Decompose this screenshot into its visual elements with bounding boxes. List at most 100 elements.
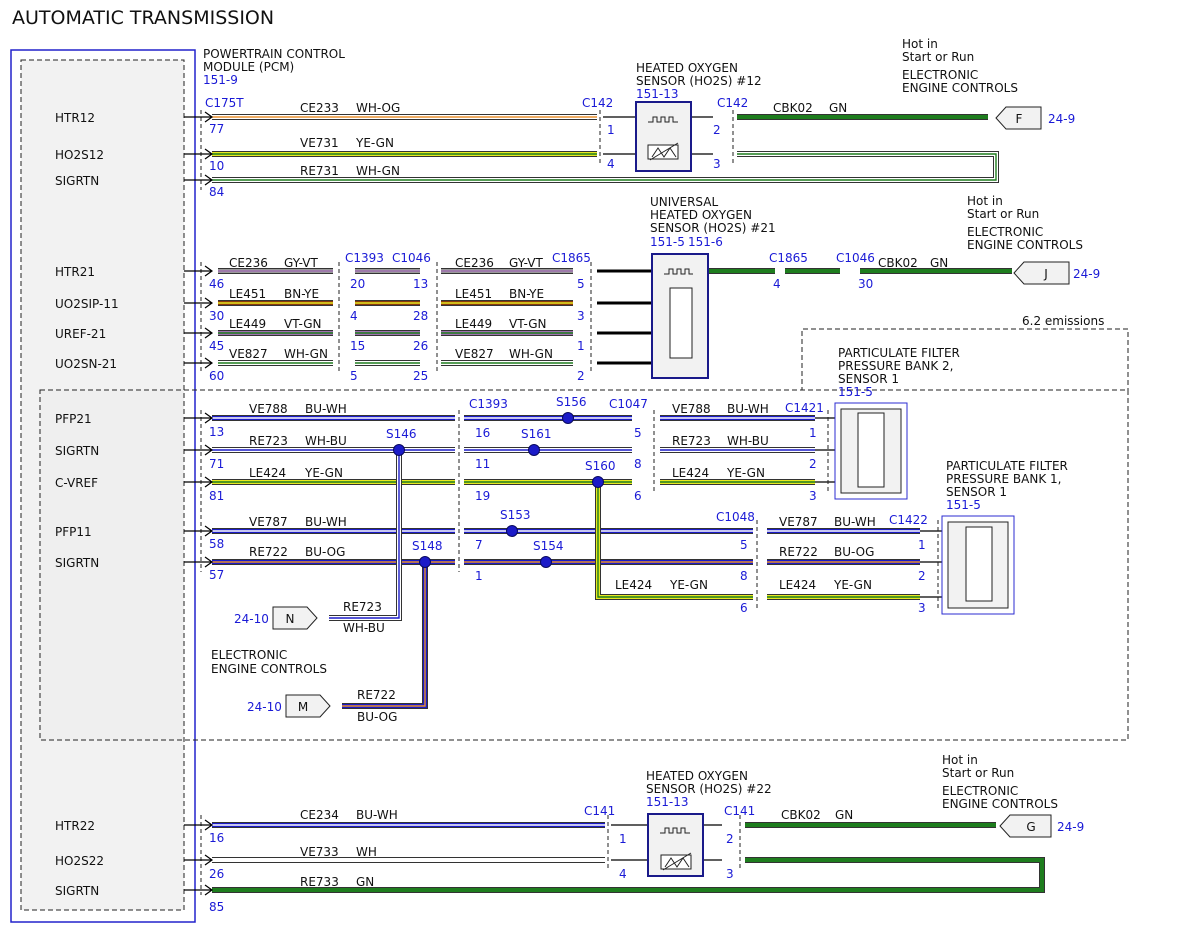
splice-label: S156	[556, 395, 587, 409]
pin-number: 57	[209, 568, 224, 582]
splice-dot	[393, 444, 405, 456]
connector-label: C175T	[205, 96, 244, 110]
pin-number: 26	[413, 339, 428, 353]
off-page-N: N 24-10	[234, 606, 318, 630]
connector-names: C175T C142 C142 C1393 C1046 C1865 C1865 …	[205, 96, 928, 818]
pin-number: 10	[209, 159, 224, 173]
wire-code: LE424	[779, 578, 816, 592]
component-ref: 151-13	[636, 87, 679, 101]
power-note-top: Hot in Start or Run ELECTRONIC ENGINE CO…	[902, 37, 1018, 95]
wire-code: CE233	[300, 101, 339, 115]
pin-number: 3	[726, 867, 734, 881]
wire-stripe	[342, 562, 426, 707]
pin-number: 4	[607, 157, 615, 171]
wire-color: BU-OG	[305, 545, 345, 559]
wire-code: LE451	[455, 287, 492, 301]
connector-label: C1048	[716, 510, 755, 524]
pin-number: 2	[918, 569, 926, 583]
pin-number: 13	[209, 425, 224, 439]
component-ref: 151-5	[946, 498, 981, 512]
pin-name: HTR21	[55, 265, 95, 279]
pin-number: 19	[475, 489, 490, 503]
pin-arrow	[184, 412, 214, 424]
wire-code: RE731	[300, 164, 339, 178]
component-label: PARTICULATE FILTER	[838, 346, 960, 360]
pin-number: 8	[740, 569, 748, 583]
wire-color: YE-GN	[726, 466, 765, 480]
splice-dot	[562, 412, 574, 424]
wire-color: BU-WH	[356, 808, 398, 822]
heater-icon	[664, 268, 693, 275]
power-note: ELECTRONIC	[967, 225, 1043, 239]
page-title: AUTOMATIC TRANSMISSION	[12, 7, 274, 29]
power-note-mid: Hot in Start or Run ELECTRONIC ENGINE CO…	[967, 194, 1083, 252]
pin-arrow	[184, 476, 214, 488]
wire-code: VE787	[249, 515, 288, 529]
wire-code: LE424	[672, 466, 709, 480]
pin-number: 4	[619, 867, 627, 881]
wire-color: VT-GN	[284, 317, 321, 331]
pin-number: 30	[858, 277, 873, 291]
component-label: HEATED OXYGEN	[636, 61, 738, 75]
wire-color: VT-GN	[509, 317, 546, 331]
wire-stripe	[212, 153, 997, 181]
connector-outlines	[200, 110, 939, 895]
pin-name: SIGRTN	[55, 556, 99, 570]
sensor-element-icon	[857, 412, 885, 488]
emissions-region-top	[40, 328, 1129, 391]
pin-number: 1	[809, 426, 817, 440]
pcm-label-2: MODULE (PCM)	[203, 60, 294, 74]
wire-code: RE722	[357, 688, 396, 702]
pin-arrow	[184, 111, 214, 123]
component-label: HEATED OXYGEN	[650, 208, 752, 222]
pin-number: 45	[209, 339, 224, 353]
pin-name: HTR12	[55, 111, 95, 125]
pcm-inner-box	[20, 59, 185, 911]
power-note: ELECTRONIC	[902, 68, 978, 82]
component-ref: 151-6	[688, 235, 723, 249]
pin-number: 71	[209, 457, 224, 471]
ho2s12-sensor: HEATED OXYGEN SENSOR (HO2S) #12 151-13	[635, 61, 762, 172]
pin-number: 3	[918, 601, 926, 615]
wire-code: RE733	[300, 875, 339, 889]
heater-icon	[660, 827, 690, 834]
connector-label: C1393	[469, 397, 508, 411]
component-ref: 151-5	[650, 235, 685, 249]
wire-color: GN	[356, 875, 374, 889]
pin-number: 13	[413, 277, 428, 291]
wire-code: CE236	[229, 256, 268, 270]
off-page-F: F 24-9	[995, 106, 1075, 130]
wire-code: CBK02	[781, 808, 821, 822]
pin-arrow	[184, 148, 214, 160]
pin-number: 1	[607, 123, 615, 137]
splice-dot	[592, 476, 604, 488]
connector-label: C1047	[609, 397, 648, 411]
power-note: ENGINE CONTROLS	[967, 238, 1083, 252]
pfp-bank2-sensor: PARTICULATE FILTER PRESSURE BANK 2, SENS…	[834, 346, 960, 500]
wire-color: YE-GN	[304, 466, 343, 480]
wire-code: VE827	[455, 347, 494, 361]
wire-code: LE424	[249, 466, 286, 480]
pin-arrow	[184, 444, 214, 456]
wire-gn	[212, 858, 1044, 892]
component-label: UNIVERSAL	[650, 195, 718, 209]
pin-number: 2	[713, 123, 721, 137]
wire-color: WH-GN	[356, 164, 400, 178]
pin-number: 4	[773, 277, 781, 291]
pin-number: 5	[634, 426, 642, 440]
pin-number: 2	[726, 832, 734, 846]
off-page-ref: 24-9	[1057, 820, 1084, 834]
wire-code: VE787	[779, 515, 818, 529]
wire-color: GY-VT	[509, 256, 543, 270]
wire-code: CE236	[455, 256, 494, 270]
pin-name: UREF-21	[55, 327, 106, 341]
pin-name: PFP21	[55, 412, 92, 426]
pin-number: 26	[209, 867, 224, 881]
wire-color: BU-WH	[305, 402, 347, 416]
wire-color: GN	[829, 101, 847, 115]
connector-label: C1865	[769, 251, 808, 265]
splice-label: S153	[500, 508, 531, 522]
connector-label: C1046	[836, 251, 875, 265]
wire-color: GN	[930, 256, 948, 270]
pin-number: 4	[350, 309, 358, 323]
